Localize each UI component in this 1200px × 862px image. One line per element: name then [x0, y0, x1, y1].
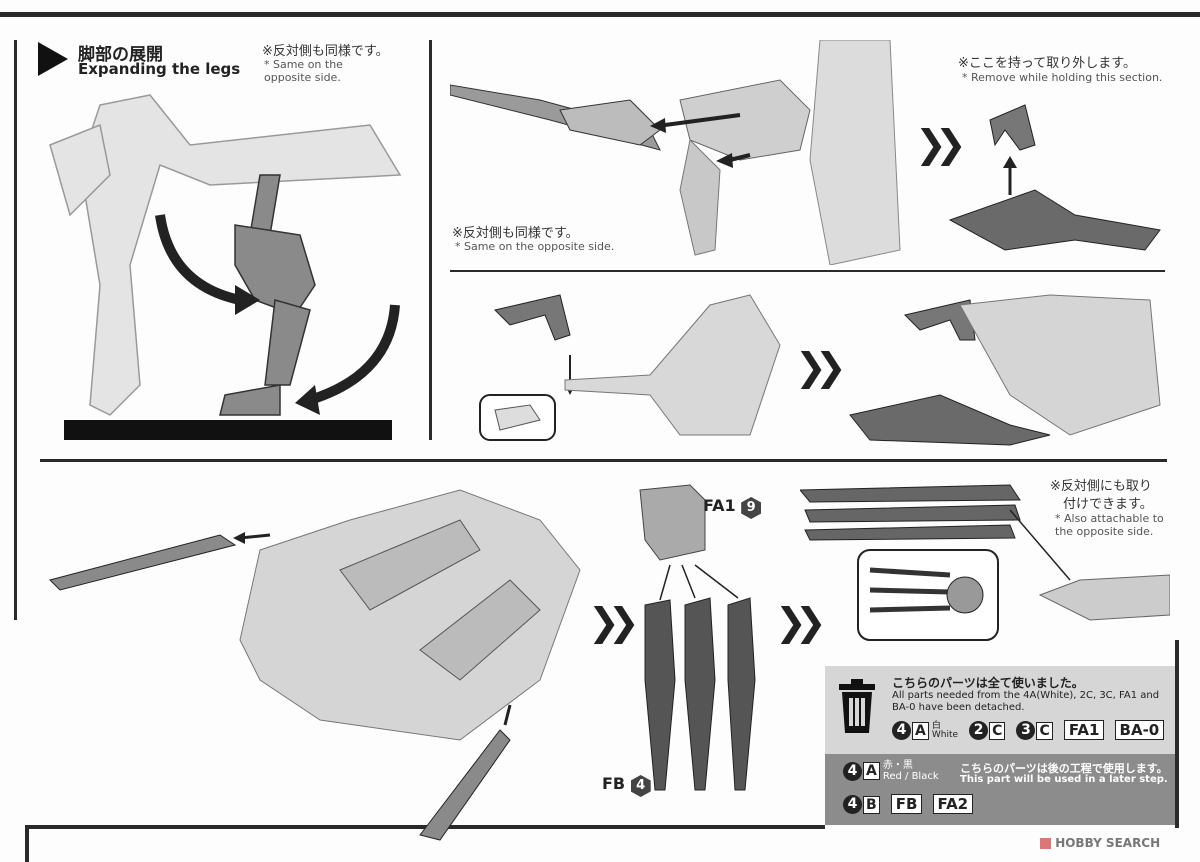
divider-horizontal-mid: [450, 270, 1165, 272]
bottom-frame-left: [25, 825, 29, 862]
runner-color-en: White: [931, 729, 959, 740]
divider-vertical: [429, 40, 432, 440]
wing-assembly-illustration: [49, 489, 581, 841]
remove-note-en: * Remove while holding this section.: [962, 71, 1163, 84]
step-title-en: Expanding the legs: [78, 60, 241, 78]
note-jp-2: ※反対側も同様です。: [452, 226, 579, 241]
left-border: [14, 40, 17, 620]
runner-letter: C: [1036, 721, 1053, 740]
part-fa1: FA1: [1063, 720, 1105, 740]
claw-attach-illustration: [800, 484, 1170, 641]
part-fa1-number: 9: [741, 497, 762, 519]
arm-removal-illustration: [450, 40, 901, 265]
runner-letter: B: [863, 795, 880, 814]
runner-letter: C: [989, 721, 1006, 740]
part-removal-illustration: [948, 104, 1161, 251]
step-arrow-icon: [38, 42, 68, 76]
part-fb-number: 4: [630, 775, 651, 797]
attach-note-jp-2: 付けできます。: [1063, 497, 1153, 512]
watermark: HOBBY SEARCH: [1040, 836, 1160, 850]
note-jp: ※反対側も同様です。: [262, 44, 389, 59]
used-text-en: All parts needed from the 4A(White), 2C,…: [892, 690, 1160, 713]
part-label-fa1: FA1 9: [703, 496, 762, 519]
trash-can-icon: [839, 679, 875, 733]
runner-color-en: Red / Black: [882, 771, 939, 782]
part-fa2: FA2: [932, 794, 974, 814]
part-fb: FB: [890, 794, 923, 814]
watermark-text: HOBBY SEARCH: [1055, 836, 1161, 850]
step-title-jp: 脚部の展開: [78, 45, 163, 65]
rotate-arrow-icon: [155, 214, 242, 305]
leg-illustration: [49, 94, 402, 440]
runner-number: 2: [969, 721, 989, 740]
note-en: * Same on the opposite side.: [264, 58, 343, 84]
top-border: [0, 12, 1200, 17]
runner-number: 4: [892, 721, 911, 740]
runner-color-jp: 赤・黒: [882, 760, 913, 771]
runner-number: 3: [1016, 721, 1036, 740]
part-ba0: BA-0: [1114, 720, 1165, 740]
attach-note-en: * Also attachable to the opposite side.: [1055, 512, 1164, 538]
part-fa1-text: FA1: [703, 496, 736, 515]
part-label-fb: FB 4: [602, 774, 651, 797]
right-frame: [1175, 640, 1179, 828]
watermark-logo-icon: [1040, 838, 1051, 849]
runner-letter: A: [863, 762, 880, 780]
bottom-frame-top: [25, 825, 825, 829]
keep-text-en: This part will be used in a later step.: [960, 774, 1168, 785]
part-fb-text: FB: [602, 774, 626, 793]
used-text-jp: こちらのパーツは全て使いました。: [892, 676, 1084, 690]
attach-note-jp-1: ※反対側にも取り: [1050, 479, 1152, 494]
runner-letter: A: [912, 721, 929, 740]
fin-parts-illustration: [639, 484, 756, 791]
runner-number: 4: [843, 761, 862, 781]
keep-text-jp: こちらのパーツは後の工程で使用します。: [960, 762, 1168, 775]
divider-horizontal: [40, 459, 1167, 462]
ground-bar: [64, 420, 392, 440]
runner-number: 4: [843, 795, 862, 814]
remove-note-jp: ※ここを持って取り外します。: [958, 56, 1136, 71]
note-en-2: * Same on the opposite side.: [455, 240, 615, 253]
parts-used-box: こちらのパーツは全て使いました。 All parts needed from t…: [825, 666, 1175, 754]
runner-color-jp: 白: [931, 720, 941, 731]
next-chevron-icon-2: ❯❯: [795, 345, 847, 389]
handle-attach-illustration: [479, 294, 1161, 446]
